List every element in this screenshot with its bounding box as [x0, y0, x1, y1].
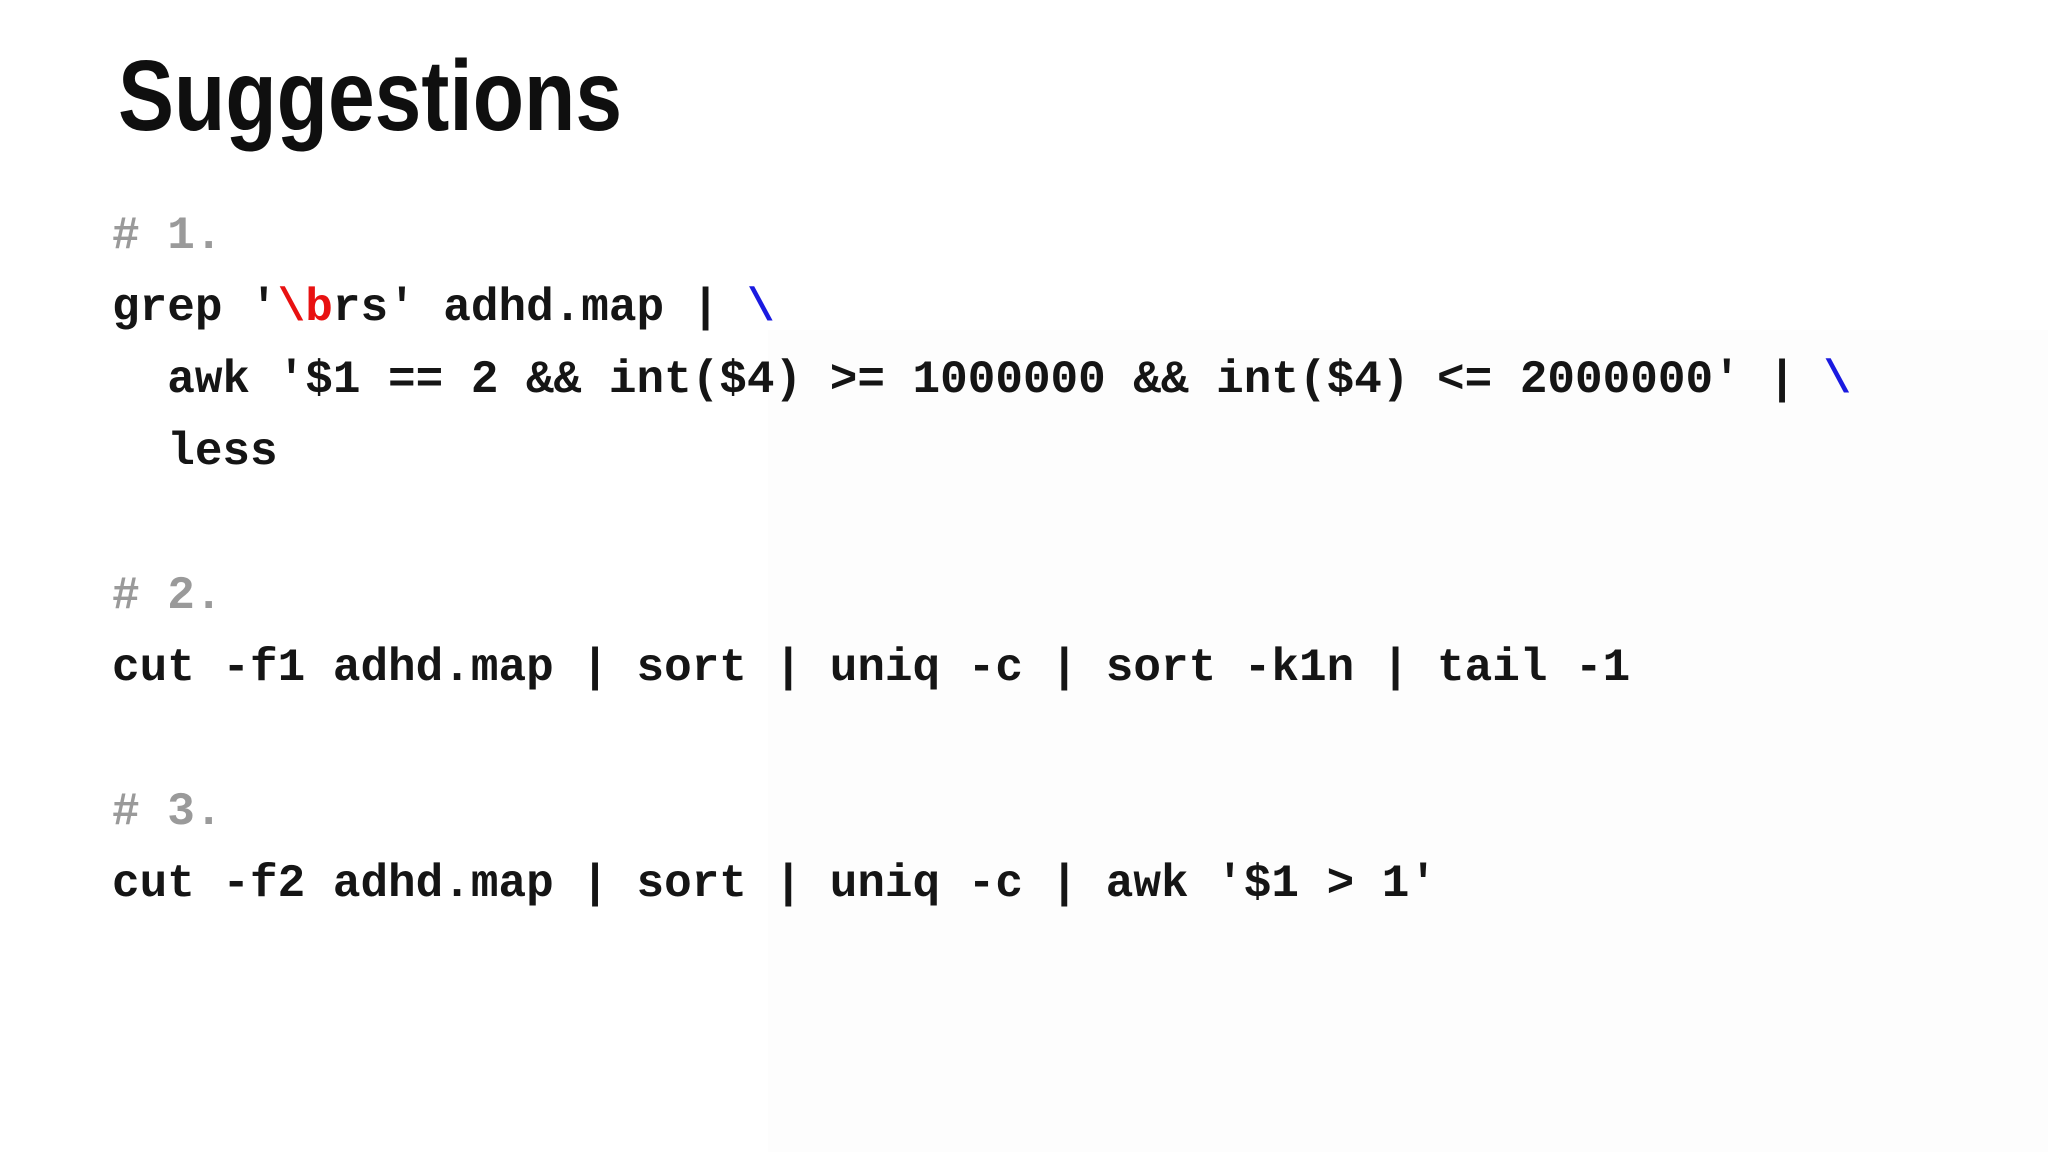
code-segment-code: cut -f2 adhd.map | sort | uniq -c | awk …: [112, 858, 1438, 910]
code-segment-continuation: \: [1823, 354, 1852, 406]
code-suggestions: # 1. grep '\brs' adhd.map | \ awk '$1 == …: [112, 200, 1851, 992]
comment-line: # 3.: [112, 786, 223, 838]
code-segment-code: awk '$1 == 2 && int($4) >= 1000000 && in…: [112, 354, 1824, 406]
code-segment-code: less: [112, 426, 278, 478]
background-panel: [768, 330, 2048, 1152]
page-title: Suggestions: [118, 40, 623, 152]
comment-line: # 2.: [112, 570, 223, 622]
comment-line: # 1.: [112, 210, 223, 262]
code-segment-escape: \b: [277, 282, 333, 334]
code-line: cut -f1 adhd.map | sort | uniq -c | sort…: [112, 632, 1851, 704]
code-line: cut -f2 adhd.map | sort | uniq -c | awk …: [112, 848, 1851, 920]
suggestion-block: # 1. grep '\brs' adhd.map | \ awk '$1 == …: [112, 200, 1851, 488]
code-segment-code: grep ': [112, 282, 278, 334]
suggestion-block: # 3. cut -f2 adhd.map | sort | uniq -c | …: [112, 776, 1851, 920]
code-segment-code: rs' adhd.map |: [332, 282, 747, 334]
code-segment-continuation: \: [746, 282, 775, 334]
suggestion-block: # 2. cut -f1 adhd.map | sort | uniq -c | …: [112, 560, 1851, 704]
code-line: less: [112, 416, 1851, 488]
code-line: awk '$1 == 2 && int($4) >= 1000000 && in…: [112, 344, 1851, 416]
code-segment-code: cut -f1 adhd.map | sort | uniq -c | sort…: [112, 642, 1631, 694]
code-line: grep '\brs' adhd.map | \: [112, 272, 1851, 344]
